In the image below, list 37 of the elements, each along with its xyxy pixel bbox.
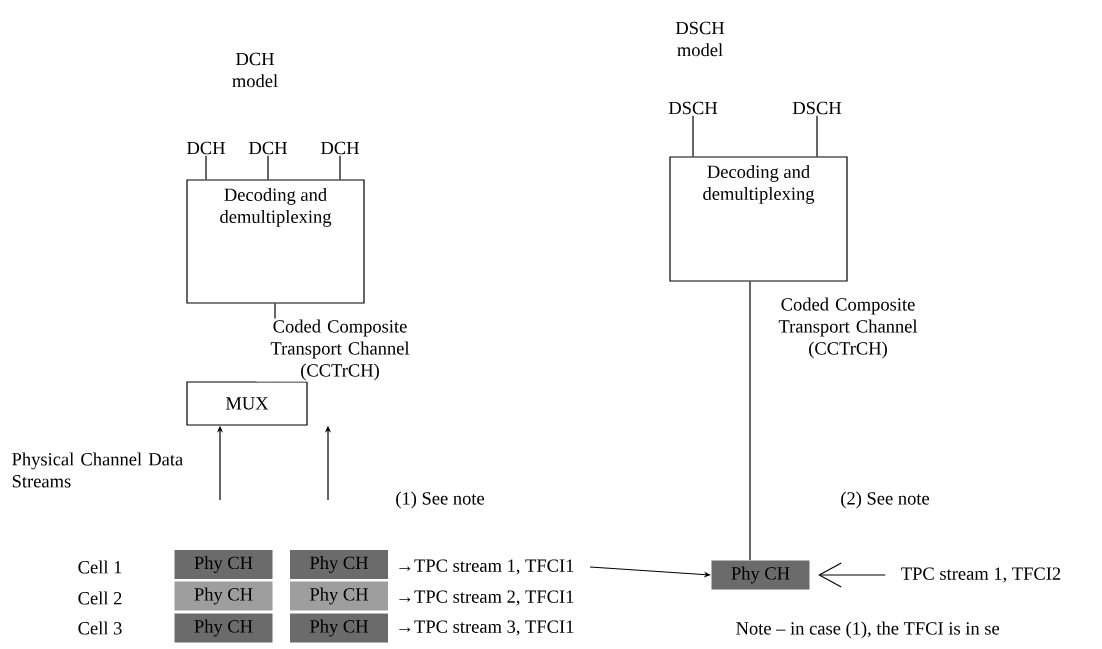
connector-line bbox=[749, 281, 751, 561]
channel-box: Phy CH bbox=[174, 550, 273, 579]
connector-line bbox=[816, 115, 818, 157]
stream-label: →TPC stream 2, TFCI1 bbox=[399, 590, 574, 606]
channel-box: Phy CH bbox=[174, 581, 273, 611]
connector-line bbox=[205, 155, 207, 180]
note-text: Note – in case (1), the TFCI is in se bbox=[736, 621, 1000, 639]
process-box: Decoding and demultiplexing bbox=[186, 179, 365, 304]
process-box: Decoding and demultiplexing bbox=[669, 156, 848, 282]
connector-line bbox=[339, 155, 341, 180]
connector-line bbox=[692, 115, 694, 157]
cell-label: Cell 2 bbox=[78, 591, 122, 605]
stream-label: →TPC stream 3, TFCI1 bbox=[399, 620, 574, 636]
mux-box: MUX bbox=[186, 381, 308, 426]
model-title: DSCH model bbox=[675, 21, 725, 57]
chevron bbox=[818, 562, 886, 588]
channel-label: DCH bbox=[187, 141, 225, 155]
channel-label: DSCH bbox=[668, 101, 718, 115]
edge-label: Coded Composite Transport Channel (CCTrCH) bbox=[764, 296, 932, 360]
channel-label: DCH bbox=[249, 141, 287, 155]
channel-box: Phy CH bbox=[290, 581, 388, 611]
channel-label: DCH bbox=[321, 141, 359, 155]
connector-line bbox=[267, 155, 269, 180]
note-reference: (1) See note bbox=[396, 491, 485, 509]
cell-label: Cell 3 bbox=[78, 621, 122, 635]
channel-label: →TPC stream 1, TFCI1 bbox=[399, 559, 574, 575]
channel-box: Phy CH bbox=[174, 613, 273, 643]
model-title: DCH model bbox=[232, 52, 278, 88]
stream-label: Physical Channel Data Streams bbox=[12, 452, 183, 488]
channel-label: TPC stream 1, TFCI2 bbox=[901, 567, 1061, 583]
channel-box: Phy CH bbox=[290, 550, 388, 579]
channel-label: DSCH bbox=[792, 101, 842, 115]
channel-box: Phy CH bbox=[290, 613, 388, 643]
channel-box: Phy CH bbox=[711, 560, 810, 590]
cell-label: Cell 1 bbox=[78, 560, 122, 574]
note-reference: (2) See note bbox=[841, 491, 930, 509]
edge-label: Coded Composite Transport Channel (CCTrCH) bbox=[256, 318, 424, 382]
